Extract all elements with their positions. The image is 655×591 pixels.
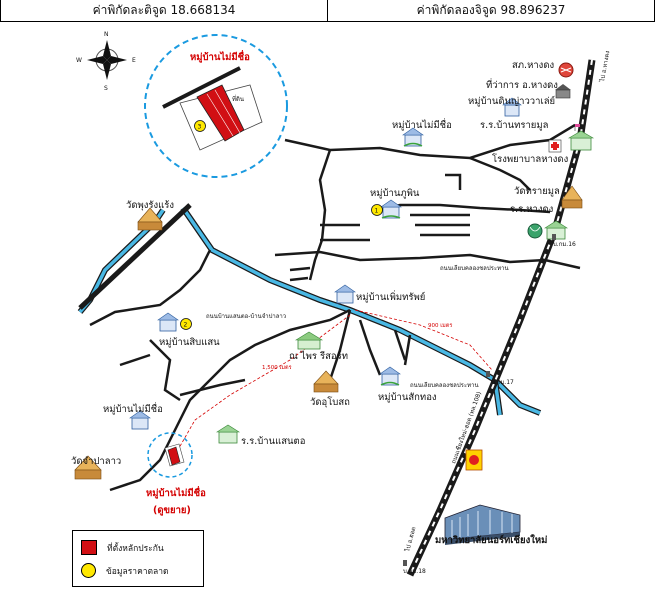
village-permsap-label: หมู่บ้านเพิ่มทรัพย์ xyxy=(356,290,425,303)
village-icon-phupin: 1 xyxy=(371,199,402,219)
school-icon xyxy=(567,124,595,151)
to-hod-label: ไป อ.ฮอด xyxy=(403,526,418,554)
northwest-highway xyxy=(78,203,192,310)
wat-champalao-label: วัดจำปาลาว xyxy=(71,456,121,467)
resort-icon xyxy=(294,331,324,350)
legend-item-market: ข้อมูลราคาตลาด xyxy=(81,563,169,578)
market-marker-1: 1 xyxy=(375,208,379,215)
market-marker-2: 2 xyxy=(184,322,188,329)
compass-n: N xyxy=(104,31,109,38)
inset-title: หมู่บ้านไม่มีชื่อ xyxy=(190,49,250,64)
subject-location xyxy=(147,432,193,478)
village-phupin-label: หมู่บ้านภูพิน xyxy=(370,188,420,199)
village-dinyuwan-label: หมู่บ้านดินญ่าววาเล่ย์ xyxy=(468,95,555,107)
district-office-icon xyxy=(555,84,571,99)
moo18-label: บ.กม.18 xyxy=(403,568,426,575)
temple-icon-champalao xyxy=(74,455,102,480)
village-icon-sibsan: 2 xyxy=(157,312,192,332)
subject-title: หมู่บ้านไม่มีชื่อ xyxy=(146,485,206,500)
district-office-label: ที่ว่าการ อ.หางดง xyxy=(486,78,558,91)
village-icon-sakthong xyxy=(379,366,401,386)
temple-icon-saimoon xyxy=(561,185,583,209)
distance-2-label: 900 เมตร xyxy=(428,323,452,329)
moo16-label: บ.กม.16 xyxy=(553,241,576,248)
hospital-icon xyxy=(548,139,562,153)
university-label: มหาวิทยาลัยนอร์ทเชียงใหม่ xyxy=(435,534,547,546)
resort-label: ณ ไพร รีสอร์ท xyxy=(289,350,348,362)
canal-road-2-label: ถนนเลียบคลองชลประทาน xyxy=(410,381,479,389)
latitude-cell: ค่าพิกัดละติจูด 18.668134 xyxy=(0,0,328,22)
wat-saimoon-label: วัดทรายมูล xyxy=(514,186,560,197)
school-hangdong-label: ร.ร.หางดง xyxy=(510,204,553,215)
temple-icon-ubosot xyxy=(313,370,339,393)
school-sanklang-label: ร.ร.บ้านแสนตอ xyxy=(241,436,305,447)
longitude-cell: ค่าพิกัดลองจิจูด 98.896237 xyxy=(328,0,655,22)
temple-icon-pungrungreang xyxy=(137,207,163,231)
to-hangdong-label: ไป อ.หางดง xyxy=(598,50,612,83)
canal-road-label: ถนนเลียบคลองชลประทาน xyxy=(440,264,509,272)
gas-station-icon xyxy=(465,449,483,471)
globe-icon xyxy=(527,223,543,239)
compass: N S W E xyxy=(76,31,136,92)
inset-map: หมู่บ้านไม่มีชื่อ ที่ดิน 3 xyxy=(144,34,288,178)
compass-s: S xyxy=(104,85,108,92)
km-marker-icons xyxy=(403,234,556,566)
coordinate-header: ค่าพิกัดละติจูด 18.668134 ค่าพิกัดลองจิจ… xyxy=(0,0,655,22)
school-icon-sanklang xyxy=(215,424,241,444)
collateral-swatch xyxy=(81,540,97,555)
post-office-icon xyxy=(558,62,574,78)
distance-1-label: 1,500 เมตร xyxy=(262,365,292,371)
legend: ที่ตั้งหลักประกัน ข้อมูลราคาตลาด xyxy=(72,530,204,587)
compass-e: E xyxy=(132,57,136,64)
village-icon-unnamed-top xyxy=(402,127,424,147)
legend-market-label: ข้อมูลราคาตลาด xyxy=(106,566,169,577)
village-icon-unnamed-left xyxy=(129,410,151,430)
distance-lines xyxy=(174,309,493,456)
village-unnamed-top-label: หมู่บ้านไม่มีชื่อ xyxy=(392,118,452,131)
village-icon-permsap xyxy=(334,284,356,304)
main-highway xyxy=(406,59,596,577)
village-sakthong-label: หมู่บ้านสักทอง xyxy=(378,392,437,403)
legend-collateral-label: ที่ตั้งหลักประกัน xyxy=(107,543,164,554)
inset-plot-label: ที่ดิน xyxy=(232,95,244,103)
location-map: ถนนเลียบคลองชลประทาน ถนนบ้านแสนตอ-บ้านจำ… xyxy=(71,31,612,577)
university-building-icon xyxy=(444,504,521,545)
road-sanklang-label: ถนนบ้านแสนตอ-บ้านจำปาลาว xyxy=(206,313,286,320)
village-sibsan-label: หมู่บ้านสิบแสน xyxy=(159,337,220,348)
wat-pungrungreang-label: วัดพุงรังแร้ง xyxy=(126,200,174,211)
inset-marker-number: 3 xyxy=(198,124,202,131)
post-office-label: สภ.หางดง xyxy=(512,60,554,71)
school-phairmoon-label: ร.ร.บ้านทรายมูล xyxy=(480,120,549,131)
market-swatch xyxy=(81,563,96,578)
compass-w: W xyxy=(76,57,82,64)
moo17-label: บ.กม.17 xyxy=(491,379,514,386)
legend-item-collateral: ที่ตั้งหลักประกัน xyxy=(81,540,164,555)
village-unnamed-left-label: หมู่บ้านไม่มีชื่อ xyxy=(103,402,163,415)
subject-subtitle: (ดูขยาย) xyxy=(153,505,191,517)
wat-ubosot-label: วัดอุโบสถ xyxy=(310,396,350,408)
hospital-label: โรงพยาบาลหางดง xyxy=(492,153,568,165)
village-icon-dinyuwan xyxy=(502,97,522,117)
